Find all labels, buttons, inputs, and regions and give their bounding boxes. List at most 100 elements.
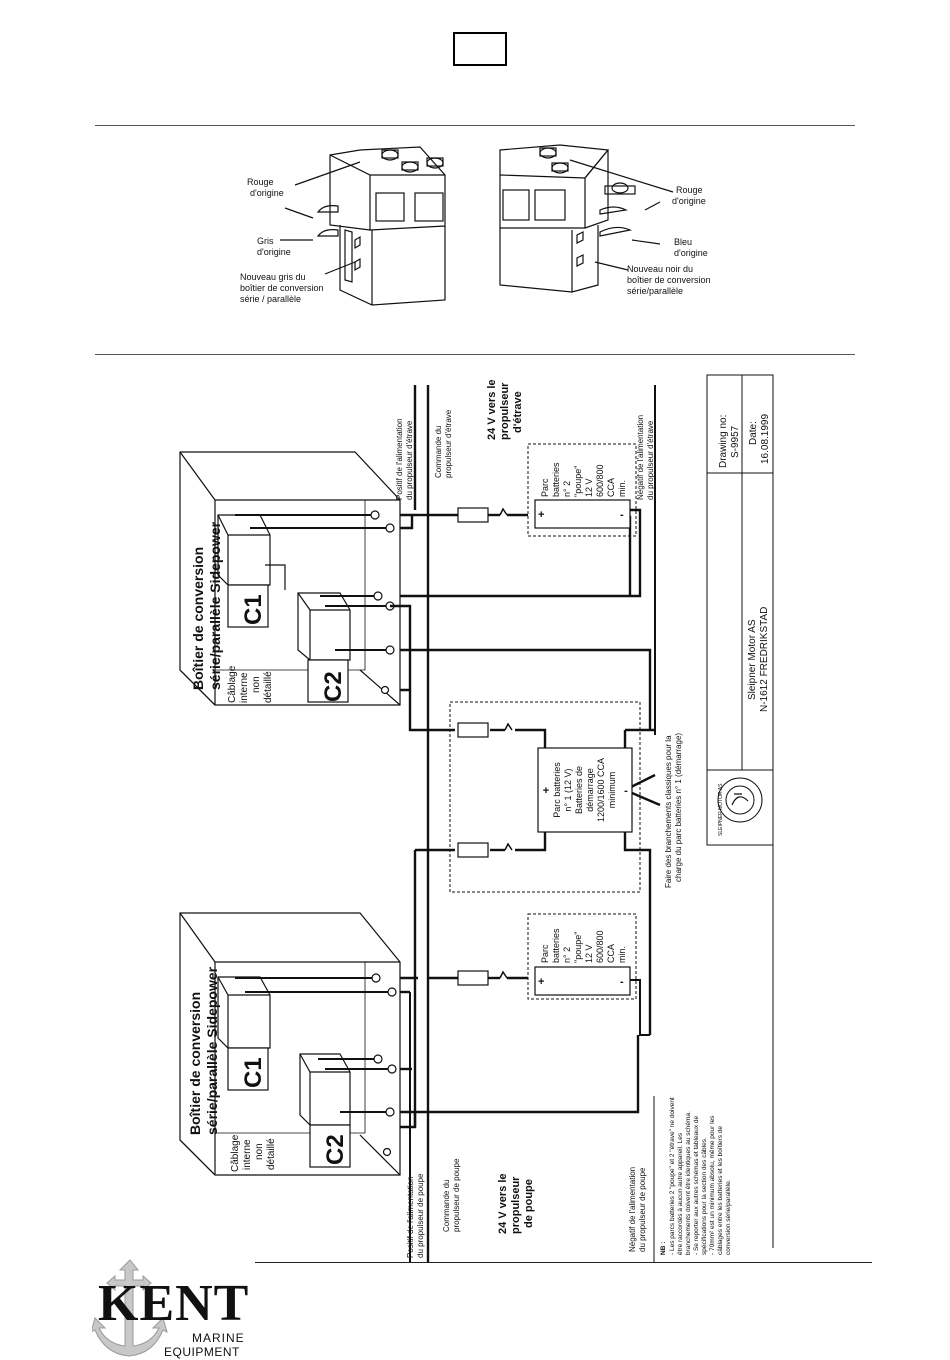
stern-command-1: Commande du [442,1180,451,1232]
bow-positive-1: Positif de l'alimentation [395,418,404,500]
label-rouge-origine: d'origine [250,188,284,198]
box-bow-title-2: série/parallèle Sidepower [207,521,223,690]
company-name: Sleipner Motor AS [747,619,758,700]
fuse-bank1-top [457,722,489,738]
left-contactor-drawing [280,146,446,306]
contactor-c1-stern [217,976,271,1091]
right-contactor-labels: Rouge d'origine Bleu d'origine Nouveau n… [627,185,711,296]
fuse-bank1-bottom [457,842,489,858]
date-label: Date: [748,421,759,445]
charge-note-1: Faire des branchements classiques pour l… [664,735,673,888]
conversion-box-stern [179,912,401,1176]
logo-equipment-text: EQUIPMENT [164,1345,240,1359]
contactor-c2-stern [299,1053,351,1168]
stern-positive-1: Positif de l'alimentation [406,1176,415,1258]
nb-line-2: branchements doivent être identiques au … [685,1111,692,1255]
page-number-box [453,32,507,66]
bank2-top-line-4: 12 V [584,478,594,497]
nb-line-6: câblages entre les batteries et les boît… [717,1126,724,1255]
divider-middle [95,354,855,355]
drawing-no-label: Drawing no: [718,415,729,468]
drawing-no: S-9957 [730,425,741,458]
nb-line-5: - 70mm² est un minimum absolu, même pour… [709,1115,716,1255]
conversion-box-bow-labels: Boîtier de conversion série/parallèle Si… [190,521,347,703]
switch-bow [499,507,508,516]
date-value: 16.08.1999 [760,414,771,464]
bank2-bottom-line-6: CCA [606,944,616,963]
stern-24v-3: de poupe [523,1179,535,1228]
battery-bodies [534,499,633,996]
logo-kent-text: KENT [98,1275,250,1332]
label-nouveau-gris: Nouveau gris du [240,272,306,282]
fuse-bow [457,507,489,523]
label-gris: Gris [257,236,274,246]
battery-bank2-bottom-labels: Parc batteries n° 2 "poupe" 12 V 600/800… [538,928,627,988]
bow-positive-2: du propulseur d'étrave [405,420,414,500]
bow-negative-2: du propulseur d'étrave [646,420,655,500]
sleipner-seal-icon [717,777,763,823]
conversion-box-bow [179,451,401,706]
bow-24v-2: propulseur [499,382,511,440]
bank1-plus: + [543,785,549,797]
bank1-line-4: 1200/1600 CCA [596,758,606,822]
stern-negative-2: du propulseur de poupe [638,1167,647,1252]
box-stern-c1: C1 [240,1057,267,1088]
bank2-top-line-6: CCA [606,478,616,497]
bank2-top-minus: - [620,509,624,521]
box-stern-cabling-4: détaillé [266,1138,277,1170]
stern-24v-2: propulseur [510,1176,522,1234]
label-nouveau-noir: Nouveau noir du [627,264,693,274]
bank1-line-0: Parc batteries [552,762,562,818]
bank2-bottom-line-3: "poupe" [573,932,583,963]
box-bow-cabling-4: détaillé [263,671,274,703]
bank2-bottom-line-4: 12 V [584,944,594,963]
stern-labels: Positif de l'alimentation du propulseur … [406,1158,647,1258]
battery-bank1 [537,747,633,833]
bank2-top-line-2: n° 2 [562,481,572,497]
box-stern-c2: C2 [322,1134,349,1165]
switch-stern [499,970,508,979]
kent-marine-logo: KENT MARINE EQUIPMENT [92,1258,252,1360]
fuse-stern [457,970,489,986]
bow-24v-3: d'étrave [512,391,524,433]
bank2-top-line-3: "poupe" [573,466,583,497]
box-stern-title-2: série/parallèle Sidepower [204,966,220,1135]
bank1-line-3: démarrage [585,768,595,812]
box-stern-cabling-2: interne [242,1139,253,1170]
bank1-line-5: minimum [607,772,617,809]
nb-notes: NB : - Les parcs batteries 2 "poupe" et … [653,1096,732,1262]
bank1-line-2: Batteries de [574,766,584,814]
bow-labels: Positif de l'alimentation du propulseur … [395,379,655,500]
box-stern-title-1: Boîtier de conversion [187,992,203,1135]
switch-bank1-bottom [504,842,513,851]
divider-footer [255,1262,872,1263]
battery-bank1-labels: Parc batteries n° 1 (12 V) Batteries de … [543,758,628,822]
contactor-c2-bow [297,592,351,703]
stern-command-2: propulseur de poupe [452,1158,461,1232]
fuses [457,507,489,986]
box-stern-cabling-3: non [254,1143,265,1160]
bank2-bottom-line-5: 600/800 [595,930,605,963]
label-rouge-origine-right: d'origine [672,196,706,206]
bow-24v-1: 24 V vers le [486,379,498,440]
charge-note: Faire des branchements classiques pour l… [664,733,683,888]
nb-line-4: spécifications pour la section des câble… [701,1137,708,1255]
left-contactor-labels: Rouge d'origine Gris d'origine Nouveau g… [240,177,324,304]
switch-bank1-top [504,722,513,731]
stern-negative-1: Négatif de l'alimentation [628,1167,637,1252]
conversion-box-stern-labels: Boîtier de conversion série/parallèle Si… [187,966,349,1172]
box-bow-cabling-3: non [251,676,262,693]
nb-line-7: conversion série/parallèle. [725,1179,732,1255]
label-gris-origine: d'origine [257,247,291,257]
bow-negative-1: Négatif de l'alimentation [636,415,645,500]
logo-marine-text: MARINE [192,1331,245,1345]
label-boitier-conversion-left: boîtier de conversion [240,283,324,293]
bow-command-1: Commande du [434,426,443,478]
label-rouge: Rouge [247,177,274,187]
title-block [706,374,774,1248]
battery-bank2-top [534,499,631,529]
box-bow-c2: C2 [320,671,347,702]
bank2-bottom-line-7: min. [617,946,627,963]
bank2-bottom-line-1: batteries [551,928,561,963]
